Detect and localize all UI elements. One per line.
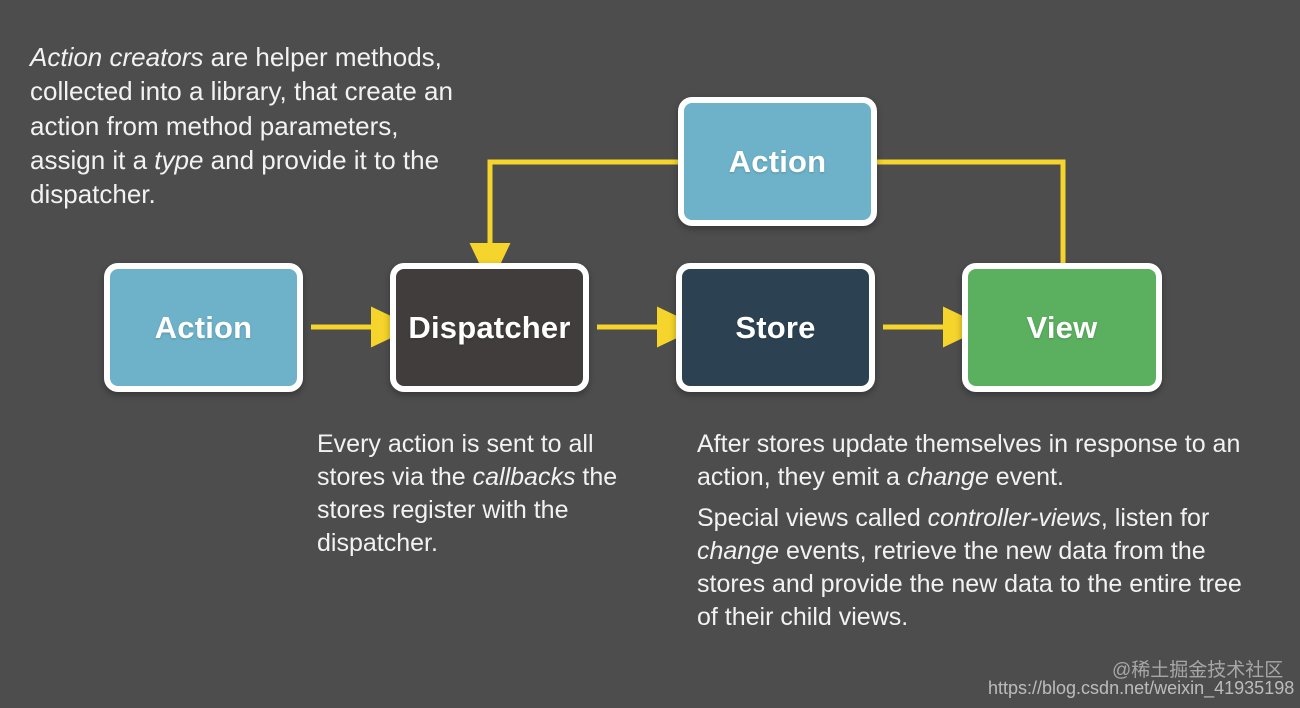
node-action-left-label: Action: [154, 309, 253, 345]
annotation-store-note-1: After stores update themselves in respon…: [697, 428, 1269, 494]
annotation-intro-text: Action creators are helper methods, coll…: [30, 42, 453, 210]
annotation-store-note-2-text: Special views called controller-views, l…: [697, 504, 1242, 631]
edge-view-to-action-top: [874, 159, 1066, 265]
node-action-left[interactable]: Action: [104, 263, 303, 392]
annotation-dispatcher-note: Every action is sent to all stores via t…: [317, 428, 657, 560]
node-dispatcher-label: Dispatcher: [408, 309, 571, 345]
annotation-dispatcher-text: Every action is sent to all stores via t…: [317, 430, 618, 557]
annotation-store-notes: After stores update themselves in respon…: [697, 428, 1269, 634]
node-store-label: Store: [735, 309, 816, 345]
annotation-store-note-2: Special views called controller-views, l…: [697, 502, 1269, 634]
node-action-top[interactable]: Action: [678, 97, 877, 226]
node-dispatcher[interactable]: Dispatcher: [390, 263, 589, 392]
node-store[interactable]: Store: [676, 263, 875, 392]
watermark-url: https://blog.csdn.net/weixin_41935198: [988, 678, 1295, 698]
edge-action-top-to-dispatcher: [469, 159, 681, 286]
watermark-community: @稀土掘金技术社区: [1112, 660, 1284, 681]
node-action-top-label: Action: [728, 143, 827, 179]
node-view-label: View: [1026, 309, 1098, 345]
annotation-store-note-1-text: After stores update themselves in respon…: [697, 430, 1241, 491]
node-view[interactable]: View: [962, 263, 1162, 392]
annotation-intro: Action creators are helper methods, coll…: [30, 40, 480, 212]
